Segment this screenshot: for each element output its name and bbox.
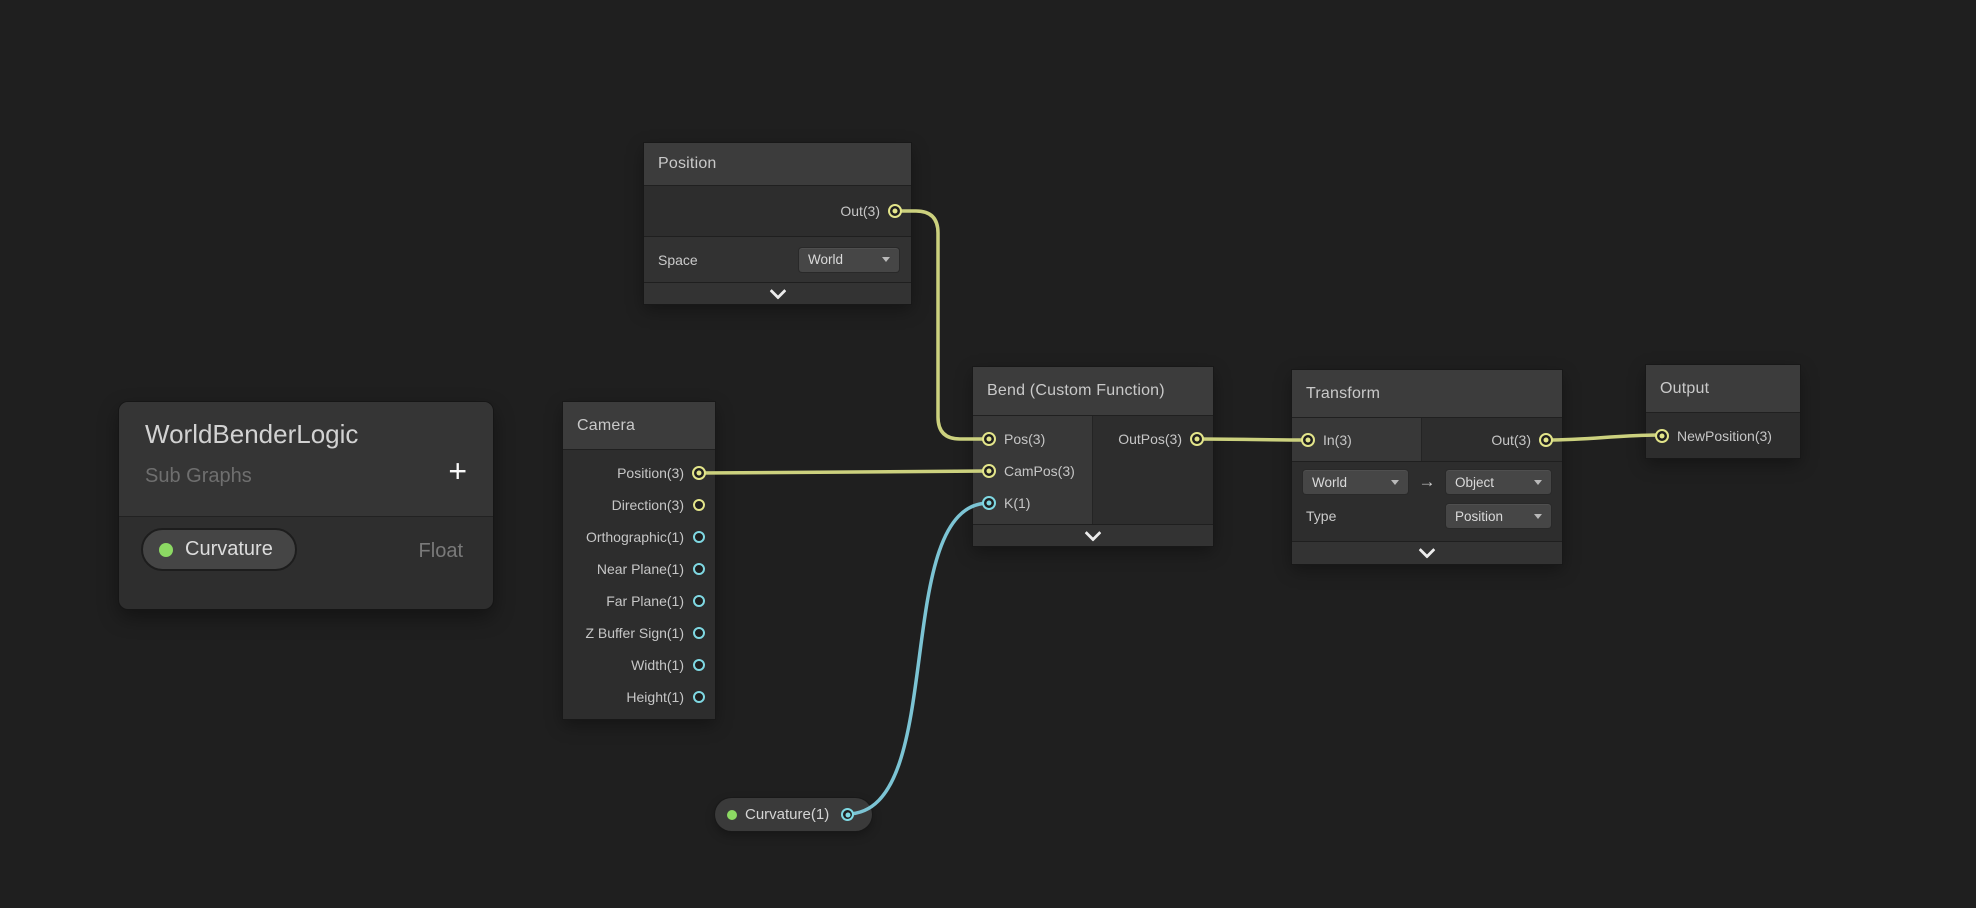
type-dropdown-value: Position <box>1455 508 1504 524</box>
dropdown-caret-icon <box>1534 513 1542 519</box>
space-from-value: World <box>1312 474 1348 490</box>
port-camera-direction[interactable] <box>693 499 705 511</box>
node-curvature-property[interactable]: Curvature(1) <box>715 798 872 831</box>
node-output[interactable]: Output NewPosition(3) <box>1646 365 1800 458</box>
type-label: Type <box>1306 508 1337 524</box>
port-label: K(1) <box>1004 495 1031 511</box>
port-output-newposition[interactable] <box>1655 428 1669 443</box>
node-title-camera: Camera <box>563 402 715 450</box>
collapse-bar[interactable] <box>1292 541 1562 564</box>
space-to-dropdown[interactable]: Object <box>1446 470 1551 494</box>
port-label: In(3) <box>1323 431 1352 448</box>
port-position-out[interactable] <box>888 204 902 218</box>
property-name: Curvature <box>185 538 273 560</box>
port-camera-width[interactable] <box>693 659 705 671</box>
space-label: Space <box>658 251 698 268</box>
space-dropdown[interactable]: World <box>799 247 899 272</box>
blackboard-panel[interactable]: WorldBenderLogic Sub Graphs + Curvature … <box>119 402 493 609</box>
collapse-bar[interactable] <box>973 524 1213 546</box>
port-transform-in[interactable] <box>1301 432 1315 447</box>
port-label: Far Plane(1) <box>606 593 684 609</box>
blackboard-properties: Curvature Float <box>119 517 493 571</box>
port-transform-out[interactable] <box>1539 432 1553 447</box>
port-label: Direction(3) <box>611 497 684 513</box>
port-label: Width(1) <box>631 657 684 673</box>
collapse-bar[interactable] <box>644 282 911 304</box>
port-label: Out(3) <box>1491 431 1531 448</box>
chevron-down-icon <box>1418 541 1436 559</box>
node-title-output: Output <box>1646 365 1800 413</box>
port-label: NewPosition(3) <box>1677 427 1772 444</box>
chevron-down-icon <box>769 282 786 300</box>
space-to-value: Object <box>1455 474 1495 490</box>
space-from-dropdown[interactable]: World <box>1303 470 1408 494</box>
property-pill-curvature[interactable]: Curvature <box>141 528 297 571</box>
type-dropdown[interactable]: Position <box>1446 504 1551 528</box>
port-bend-campos[interactable] <box>982 464 996 478</box>
port-bend-k[interactable] <box>982 496 996 510</box>
property-type-label: Float <box>418 540 463 562</box>
blackboard-header: WorldBenderLogic Sub Graphs + <box>119 402 493 517</box>
port-camera-height[interactable] <box>693 691 705 703</box>
transform-arrow-icon: → <box>1418 472 1436 491</box>
port-label: OutPos(3) <box>1118 431 1182 447</box>
space-dropdown-value: World <box>808 252 844 267</box>
node-title-bend: Bend (Custom Function) <box>973 367 1213 416</box>
node-title-transform: Transform <box>1292 370 1562 418</box>
node-title-position: Position <box>644 143 911 186</box>
graph-subtitle: Sub Graphs <box>145 465 252 487</box>
port-camera-near-plane[interactable] <box>693 563 705 575</box>
port-label: Orthographic(1) <box>585 529 684 545</box>
wire-transform-out-to-output-newposition[interactable] <box>1544 433 1664 442</box>
port-bend-outpos[interactable] <box>1190 432 1204 446</box>
port-bend-pos[interactable] <box>982 432 996 446</box>
port-camera-orthographic[interactable] <box>693 531 705 543</box>
wire-camera-position-to-bend-campos[interactable] <box>697 469 991 475</box>
port-label: Height(1) <box>626 689 684 705</box>
port-label: Pos(3) <box>1004 431 1046 447</box>
property-dot-icon <box>727 809 737 820</box>
curvature-node-label: Curvature(1) <box>745 806 830 823</box>
port-label-out: Out(3) <box>840 203 880 219</box>
property-dot-icon <box>159 542 173 557</box>
wire-curvature-to-bend-k[interactable] <box>845 501 991 816</box>
dropdown-caret-icon <box>882 257 890 262</box>
graph-title: WorldBenderLogic <box>145 419 359 449</box>
dropdown-caret-icon <box>1534 479 1542 485</box>
node-position[interactable]: Position Out(3) Space World <box>644 143 911 304</box>
node-bend-custom-function[interactable]: Bend (Custom Function) Pos(3) CamPos(3) … <box>973 367 1213 546</box>
add-property-button[interactable]: + <box>448 453 467 489</box>
chevron-down-icon <box>1084 524 1102 542</box>
port-camera-position[interactable] <box>692 466 706 480</box>
port-label: Near Plane(1) <box>596 561 684 577</box>
port-label: Z Buffer Sign(1) <box>585 625 684 641</box>
port-label: CamPos(3) <box>1004 463 1075 479</box>
port-camera-far-plane[interactable] <box>693 595 705 607</box>
node-transform[interactable]: Transform In(3) Out(3) World → Object <box>1292 370 1562 564</box>
port-camera-z-buffer-sign[interactable] <box>693 627 705 639</box>
port-curvature-out[interactable] <box>841 808 854 821</box>
node-camera[interactable]: Camera Position(3) Direction(3) Orthogra… <box>563 402 715 719</box>
dropdown-caret-icon <box>1391 479 1399 485</box>
port-label: Position(3) <box>617 465 684 481</box>
